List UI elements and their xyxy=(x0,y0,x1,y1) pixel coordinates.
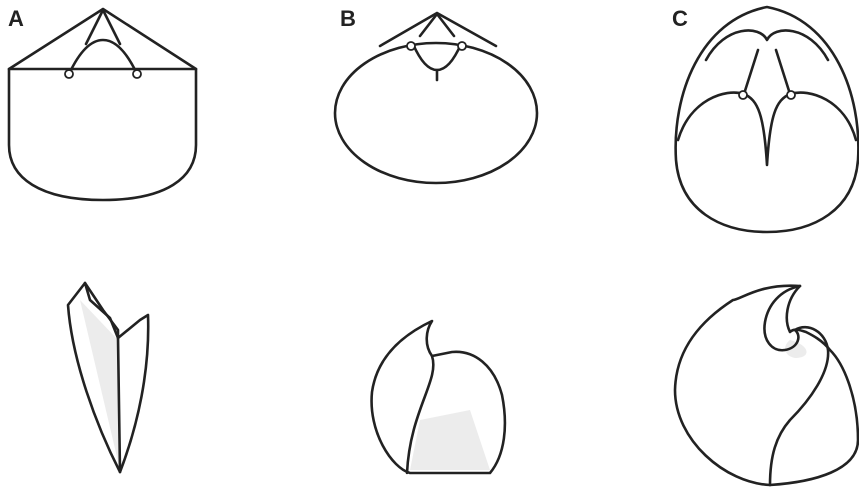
panel-a-shell-body xyxy=(9,69,196,200)
panel-a-hinge-right xyxy=(133,70,141,78)
panel-label-b: B xyxy=(340,6,356,31)
panel-b-side-shade xyxy=(410,410,490,470)
panel-b-hinge-left xyxy=(407,42,415,50)
panel-b-shell-body xyxy=(335,43,537,183)
panel-c-body-lower xyxy=(678,93,856,140)
panel-c-side-spiral xyxy=(764,286,828,485)
panel-b-hinge-right xyxy=(458,42,466,50)
panel-c-hinge-left xyxy=(739,91,747,99)
panel-b-front-view xyxy=(335,13,537,183)
panel-a: A xyxy=(8,6,196,472)
panel-c-side-view xyxy=(675,286,858,485)
panel-label-c: C xyxy=(672,6,688,31)
panel-b: B xyxy=(335,6,537,473)
panel-b-loop xyxy=(413,44,461,70)
panel-c: C xyxy=(672,6,858,485)
panel-c-beak-lines xyxy=(744,50,790,94)
panel-label-a: A xyxy=(8,6,24,31)
panel-a-side-view xyxy=(68,283,148,472)
panel-b-beak xyxy=(380,13,496,46)
panel-c-hinge-right xyxy=(787,91,795,99)
panel-a-front-view xyxy=(9,9,196,200)
panel-c-sinus xyxy=(744,94,790,165)
panel-b-beak-inner xyxy=(420,14,454,36)
panel-c-front-view xyxy=(676,7,859,232)
panel-c-umbo-arc xyxy=(706,30,828,60)
panel-a-hinge-left xyxy=(65,70,73,78)
panel-b-side-view xyxy=(372,321,505,473)
